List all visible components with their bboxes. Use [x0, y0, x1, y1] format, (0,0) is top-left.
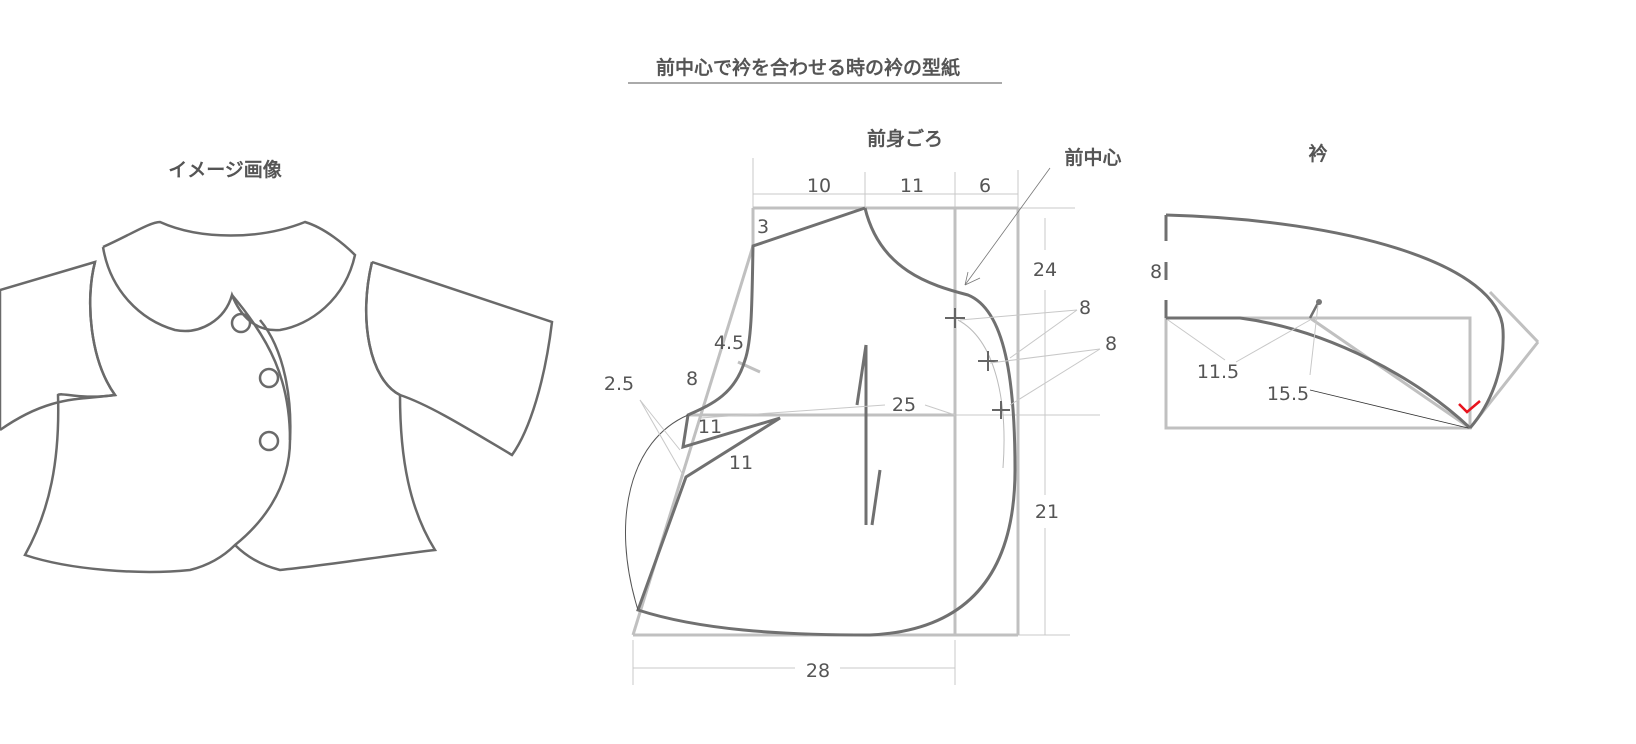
front-bodice-label: 前身ごろ	[867, 127, 943, 150]
diagram-title: 前中心で衿を合わせる時の衿の型紙	[656, 56, 960, 79]
collar-label: 衿	[1308, 142, 1327, 165]
dim-bust-line: 25	[892, 394, 916, 416]
button-icon	[230, 312, 252, 334]
dim-dart-offset: 2.5	[604, 373, 634, 395]
dim-collar-outer-line: 15.5	[1267, 383, 1309, 405]
front-bodice-pattern	[625, 158, 1101, 685]
jacket-sketch	[0, 220, 554, 574]
button-icon	[258, 430, 280, 452]
dim-armhole-depth: 4.5	[714, 332, 744, 354]
center-front-label: 前中心	[1064, 146, 1121, 169]
dim-collar-neck-line: 11.5	[1197, 361, 1239, 383]
dim-neck-curve-2: 8	[1105, 333, 1117, 355]
dim-shoulder-drop: 3	[757, 216, 769, 238]
dim-dart-upper: 11	[698, 416, 722, 438]
dim-height-lower: 21	[1035, 501, 1059, 523]
dim-top-width-2: 11	[900, 175, 924, 197]
dim-top-width-3: 6	[979, 175, 991, 197]
dim-top-width-1: 10	[807, 175, 831, 197]
collar-pattern: 8 11.5 15.5	[1150, 213, 1540, 430]
check-mark-icon	[1458, 400, 1481, 414]
image-section-label: イメージ画像	[168, 158, 283, 181]
dim-neck-curve-1: 8	[1079, 297, 1091, 319]
dim-dart-lower: 11	[729, 452, 753, 474]
dim-armhole-line: 8	[686, 368, 698, 390]
dim-hem-width: 28	[806, 660, 830, 682]
center-front-arrow	[964, 167, 1051, 286]
button-icon	[258, 367, 280, 389]
dim-height-upper: 24	[1033, 259, 1057, 281]
dim-collar-width: 8	[1150, 261, 1162, 283]
front-bodice-dimensions: 10 11 6 3 24 8 8 4.5 8 2.5 25 11 11 21 2…	[604, 175, 1117, 682]
